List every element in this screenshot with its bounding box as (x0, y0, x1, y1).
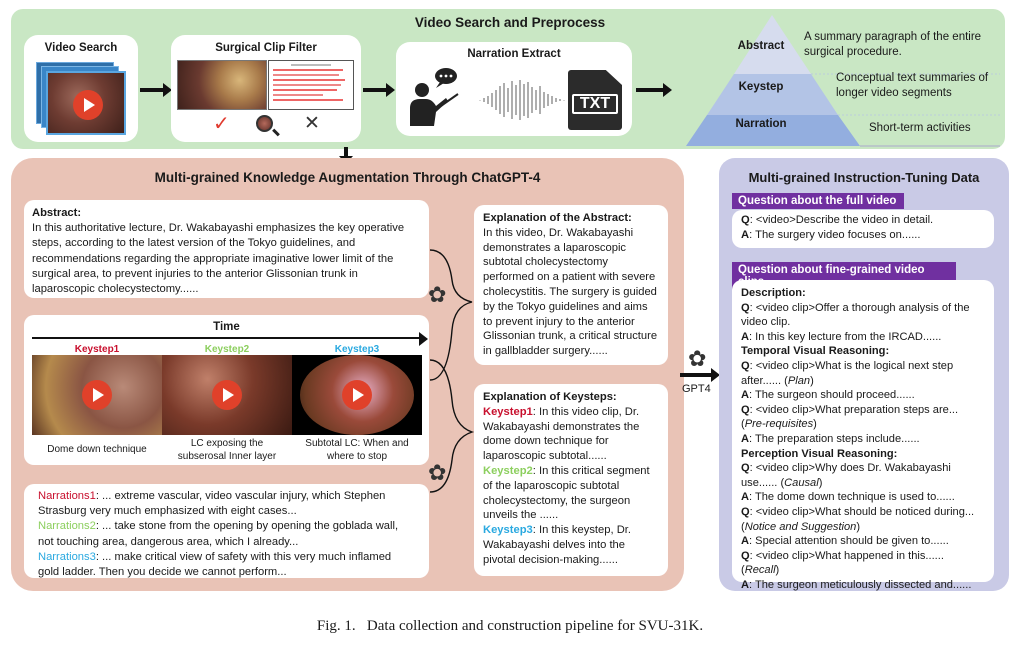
surgical-clip-filter-card: Surgical Clip Filter ✓ ✕ (171, 35, 361, 142)
narration-extract-title: Narration Extract (467, 48, 561, 60)
checkmark-icon: ✓ (213, 113, 230, 135)
openai-icon: ✿ (428, 460, 447, 485)
keystep3-label: Keystep3 (334, 344, 380, 355)
preprocess-title: Video Search and Preprocess (414, 15, 606, 30)
play-icon[interactable] (212, 380, 242, 410)
temporal-q2: Q: <video clip>What preparation steps ar… (741, 403, 959, 431)
keystep1-label: Keystep1 (74, 344, 120, 355)
narration-extract-card: Narration Extract TXT (396, 42, 632, 136)
explanation-keystep-3: Keystep3: In this keystep, Dr. Wakabayas… (483, 524, 631, 566)
instruction-tuning-title: Multi-grained Instruction-Tuning Data (748, 170, 980, 185)
knowledge-augmentation-title: Multi-grained Knowledge Augmentation Thr… (154, 170, 541, 185)
openai-icon: ✿ (428, 282, 447, 307)
abstract-heading: Abstract: (32, 207, 82, 219)
keystep1-caption: Dome down technique (47, 444, 147, 455)
perception-a2: A: Special attention should be given to.… (741, 535, 949, 548)
time-arrow (32, 332, 428, 346)
time-label: Time (213, 321, 240, 333)
perception-q2: Q: <video clip>What should be noticed du… (741, 505, 975, 533)
explanation-abstract-box: Explanation of the Abstract: In this vid… (474, 205, 668, 365)
full-video-qa-box: Q: <video>Describe the video in detail. … (732, 210, 994, 248)
abstract-box: Abstract: In this authoritative lecture,… (24, 200, 429, 298)
pyramid-label-keystep: Keystep (738, 81, 784, 93)
perception-a1: A: The dome down technique is used to...… (741, 491, 955, 504)
soundwave-icon (479, 80, 565, 120)
arrow-right (636, 83, 672, 97)
perception-q3: Q: <video clip>What happened in this....… (741, 549, 944, 577)
clips-qa-box: Description: Q: <video clip>Offer a thor… (732, 280, 994, 591)
openai-icon: ✿ (688, 346, 707, 371)
narration-2: Narrations2: ... take stone from the ope… (38, 520, 399, 548)
temporal-a1: A: The surgeon should proceed...... (741, 389, 915, 402)
magnifier-icon (256, 115, 273, 132)
narration-1: Narrations1: ... extreme vascular, video… (38, 490, 386, 518)
temporal-q1: Q: <video clip>What is the logical next … (741, 359, 954, 387)
explanation-abstract-text: In this video, Dr. Wakabayashi demonstra… (483, 226, 658, 358)
pyramid-desc-narration: Short-term activities (869, 122, 971, 134)
explanation-keystep-2: Keystep2: In this critical segment of th… (483, 464, 650, 522)
full-video-a: A: The surgery video focuses on...... (741, 229, 921, 241)
arrow-right (140, 83, 172, 97)
keystep2-clip[interactable] (162, 355, 292, 435)
narration-3: Narrations3: ... make critical view of s… (38, 550, 392, 579)
explanation-keystep-1: Keystep1: In this video clip, Dr. Wakaba… (483, 405, 640, 463)
explanation-keysteps-box: Explanation of Keysteps: Keystep1: In th… (474, 384, 668, 576)
temporal-heading: Temporal Visual Reasoning: (741, 345, 890, 358)
full-video-question-header: Question about the full video (732, 193, 904, 209)
keystep2-caption: LC exposing the subserosal Inner layer (177, 438, 277, 462)
arrow-right (363, 83, 395, 97)
gpt4-arrow (680, 368, 720, 382)
pyramid-desc-abstract: A summary paragraph of the entire surgic… (804, 31, 982, 58)
pyramid-label-narration: Narration (735, 118, 787, 130)
pyramid-tier-keystep (707, 74, 838, 115)
cross-icon: ✕ (304, 113, 320, 134)
pyramid-desc-keystep: Conceptual text summaries of longer vide… (836, 72, 989, 99)
magnifier-handle (272, 128, 280, 137)
video-search-title: Video Search (44, 42, 118, 54)
play-icon[interactable] (73, 90, 103, 120)
brace-connectors (429, 249, 475, 493)
perception-heading: Perception Visual Reasoning: (741, 447, 898, 460)
surgical-clip-filter-title: Surgical Clip Filter (215, 42, 317, 54)
play-icon[interactable] (342, 380, 372, 410)
timeline-box: Time Keystep1 Keystep2 Keystep3 Dome dow… (24, 315, 429, 465)
arrow-down (344, 147, 348, 157)
lecturer-icon (410, 68, 459, 126)
video-search-card: Video Search (24, 35, 138, 142)
pyramid-tier-narration (686, 115, 860, 146)
gpt4-label: GPT4 (682, 383, 711, 395)
perception-q1: Q: <video clip>Why does Dr. Wakabayashi … (741, 462, 951, 489)
clip-frame (177, 60, 267, 110)
txt-file-icon: TXT (568, 70, 622, 130)
temporal-a2: A: The preparation steps include...... (741, 432, 920, 445)
figure-caption: Fig. 1. Data collection and construction… (316, 618, 704, 634)
description-heading: Description: (741, 287, 806, 299)
description-a: A: In this key lecture from the IRCAD...… (741, 330, 942, 343)
keystep2-label: Keystep2 (204, 344, 250, 355)
hierarchy-pyramid (686, 15, 1000, 147)
explanation-abstract-heading: Explanation of the Abstract: (483, 212, 632, 224)
pyramid-label-abstract: Abstract (737, 40, 785, 52)
abstract-text: In this authoritative lecture, Dr. Wakab… (32, 222, 405, 296)
explanation-keysteps-heading: Explanation of Keysteps: (483, 391, 617, 403)
keystep3-caption: Subtotal LC: When and where to stop (305, 438, 409, 462)
play-icon[interactable] (82, 380, 112, 410)
narrations-box: Narrations1: ... extreme vascular, video… (24, 484, 429, 578)
video-thumbnail[interactable] (46, 71, 126, 135)
perception-a3: A: The surgeon meticulously dissected an… (741, 578, 972, 591)
full-video-q: Q: <video>Describe the video in detail. (741, 214, 934, 226)
description-q: Q: <video clip>Offer a thorough analysis… (741, 301, 970, 329)
keystep-list-document (268, 60, 354, 110)
keystep3-clip[interactable] (292, 355, 422, 435)
pyramid-tier-abstract (734, 15, 811, 74)
keystep1-clip[interactable] (32, 355, 162, 435)
